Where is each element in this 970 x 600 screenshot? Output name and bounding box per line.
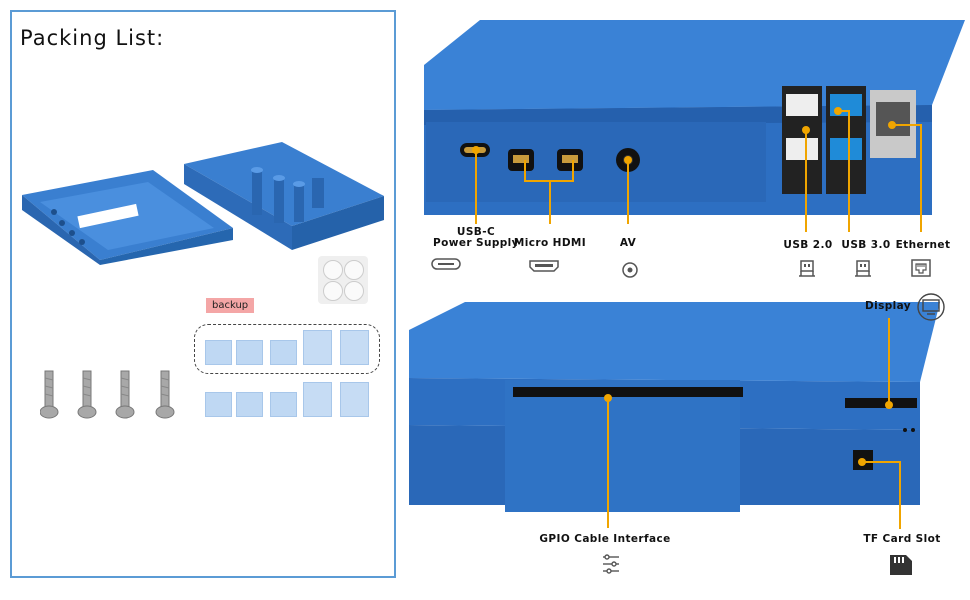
packing-list-title: Packing List: xyxy=(20,26,165,50)
callout-line-eth-h xyxy=(892,124,922,126)
callout-line-usb3-h xyxy=(838,110,848,112)
label-display: Display xyxy=(864,300,912,312)
callout-line-hdmi1 xyxy=(524,160,526,180)
thermal-pad xyxy=(303,382,332,417)
callout-dot-av xyxy=(624,156,632,164)
callout-line-tf-h xyxy=(862,461,900,463)
callout-dot-display xyxy=(885,401,893,409)
callout-line-eth xyxy=(920,124,922,232)
thermal-pad xyxy=(270,340,297,365)
label-av: AV xyxy=(619,237,637,249)
label-usb-c: USB-C xyxy=(456,226,496,238)
callout-dot-usb3 xyxy=(834,107,842,115)
label-usb3: USB 3.0 xyxy=(841,239,891,251)
thermal-pad xyxy=(340,382,369,417)
label-ethernet: Ethernet xyxy=(895,239,951,251)
backup-tag: backup xyxy=(206,298,255,313)
label-tf-card: TF Card Slot xyxy=(863,533,941,545)
thermal-pad xyxy=(236,392,263,417)
callout-line-display xyxy=(888,318,890,404)
callout-line-gpio xyxy=(607,398,609,528)
thermal-pad xyxy=(205,392,232,417)
callout-line-usb2 xyxy=(805,130,807,232)
case-top-half-image xyxy=(184,142,384,250)
case-bottom-half-image xyxy=(22,170,233,265)
label-micro-hdmi: Micro HDMI xyxy=(513,237,587,249)
thermal-pad xyxy=(205,340,232,365)
rubber-feet-sheet xyxy=(318,256,368,304)
display-icon xyxy=(917,293,945,321)
callout-line-usb3 xyxy=(848,110,850,232)
label-power-supply: Power Supply xyxy=(433,237,519,249)
callout-dot-tf xyxy=(858,458,866,466)
screws-image xyxy=(40,370,175,419)
callout-line-av xyxy=(627,160,629,224)
label-usb2: USB 2.0 xyxy=(783,239,833,251)
thermal-pad xyxy=(340,330,369,365)
case-side-image xyxy=(409,302,940,512)
callout-dot-gpio xyxy=(604,394,612,402)
callout-dot-usb2 xyxy=(802,126,810,134)
sd-card-icon xyxy=(890,555,912,575)
label-gpio: GPIO Cable Interface xyxy=(539,533,671,545)
case-ports-image xyxy=(424,20,965,215)
callout-line-tf xyxy=(899,461,901,529)
usb3-icon xyxy=(855,260,871,277)
thermal-pad xyxy=(270,392,297,417)
callout-dot-eth xyxy=(888,121,896,129)
backup-pads-frame xyxy=(194,324,380,374)
usb2-icon xyxy=(799,260,815,277)
callout-line-hdmi-stem xyxy=(549,180,551,224)
thermal-pad xyxy=(236,340,263,365)
callout-dot-usbc xyxy=(472,146,480,154)
callout-line-hdmi2 xyxy=(572,160,574,180)
hdmi-icon xyxy=(529,260,559,272)
ethernet-icon xyxy=(911,259,931,277)
thermal-pad xyxy=(303,330,332,365)
usb-c-icon xyxy=(431,258,461,270)
av-jack-icon xyxy=(622,262,638,278)
callout-line-usbc xyxy=(475,150,477,224)
gpio-icon xyxy=(603,554,619,574)
